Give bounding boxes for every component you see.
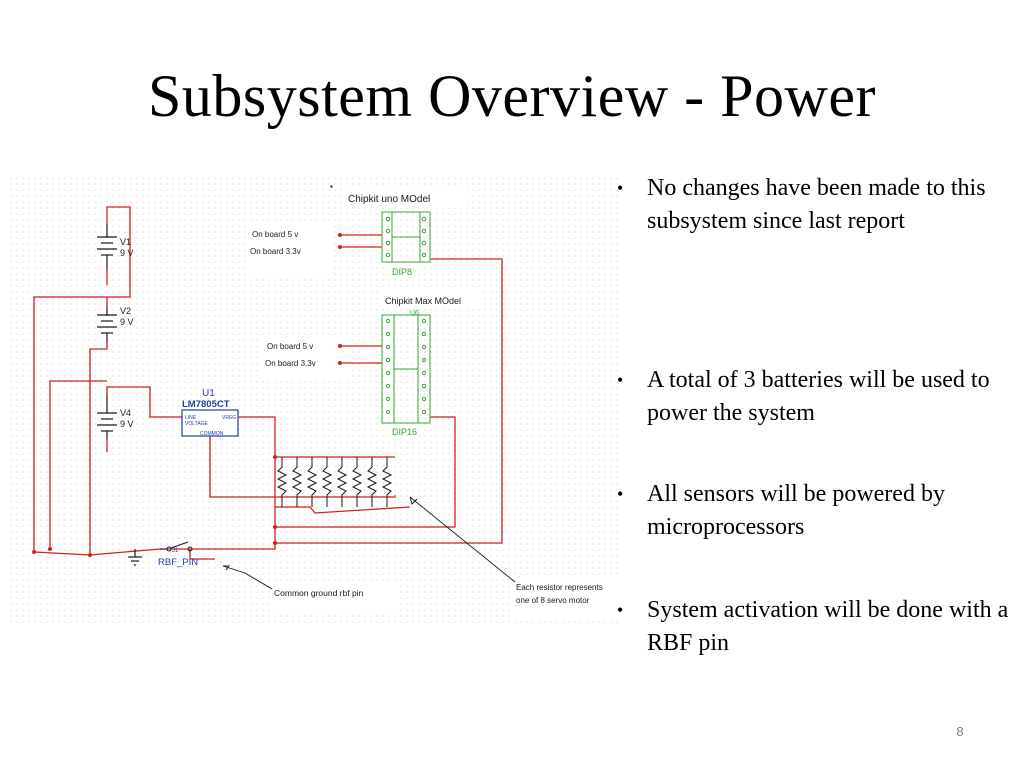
battery-v2-name: V2 (120, 306, 131, 316)
uno-note-33v: On board 3.3v (250, 247, 301, 256)
power-schematic: V1 9 V V2 9 V V4 9 V U1 LM7805CT LINE VO… (10, 177, 618, 623)
regulator-pin-common: COMMON (200, 431, 224, 437)
battery-v4 (97, 395, 117, 439)
resistor-note-line2: one of 8 servo motor (516, 596, 590, 605)
switch-label: RBF_PIN (158, 557, 198, 568)
regulator-pin-vreg: VREG (222, 415, 236, 421)
max-label: Chipkit Max MOdel (385, 296, 461, 306)
dip8-part: DIP8 (392, 267, 412, 277)
max-note-33v: On board 3.3v (265, 359, 316, 368)
ground-symbol (128, 549, 142, 566)
dip8-socket (381, 211, 431, 263)
battery-v2 (97, 307, 117, 342)
battery-v1-value: 9 V (120, 248, 134, 258)
rbf-switch (160, 541, 193, 552)
dip16-socket (381, 314, 431, 424)
max-ref: U6 (410, 310, 419, 317)
bullet-dot-icon: • (617, 370, 624, 390)
battery-v1-name: V1 (120, 237, 131, 247)
ground-note: Common ground rbf pin (274, 588, 364, 598)
resistor-note-line1: Each resistor represents (516, 583, 603, 592)
svg-text:▪: ▪ (330, 182, 333, 191)
page-number: 8 (956, 724, 964, 739)
battery-v1 (97, 224, 117, 269)
regulator-pin-voltage: VOLTAGE (185, 421, 209, 427)
bullet-dot-icon: • (617, 484, 624, 504)
regulator-ref: U1 (202, 388, 215, 399)
servo-resistors (276, 457, 393, 507)
battery-v4-name: V4 (120, 408, 131, 418)
uno-label: Chipkit uno MOdel (348, 194, 430, 205)
bullet-dot-icon: • (617, 600, 624, 620)
junctions (32, 233, 342, 557)
regulator-pin-line: LINE (185, 415, 197, 421)
ground-note-arrow (222, 565, 273, 590)
bullet-dot-icon: • (617, 178, 624, 198)
max-note-5v: On board 5 v (267, 342, 313, 351)
battery-v2-value: 9 V (120, 317, 134, 327)
battery-v4-value: 9 V (120, 419, 134, 429)
regulator-part: LM7805CT (182, 399, 230, 410)
switch-ref: J1 (172, 548, 179, 554)
dip16-part: DIP16 (392, 427, 417, 437)
uno-note-5v: On board 5 v (252, 230, 298, 239)
resistor-note-arrow (409, 496, 516, 583)
regulator-body (181, 409, 239, 437)
slide-title: Subsystem Overview - Power (148, 63, 876, 129)
